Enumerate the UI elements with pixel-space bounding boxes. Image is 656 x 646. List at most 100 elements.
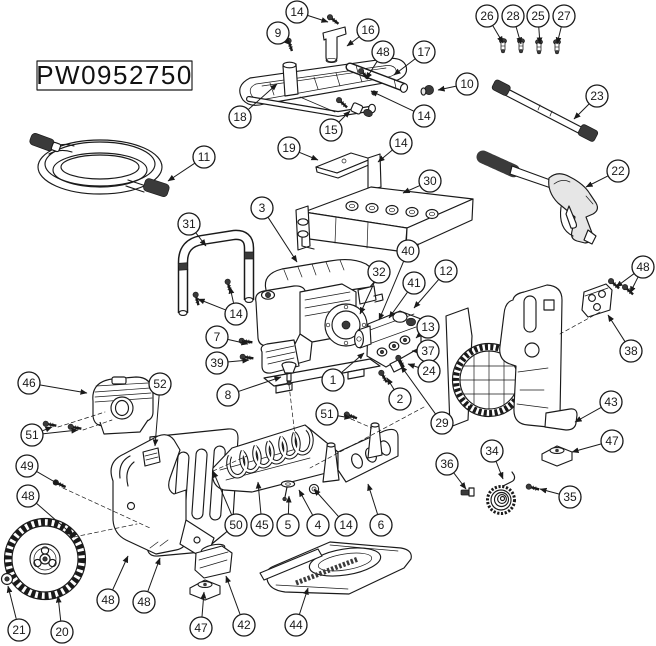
leader-line	[298, 489, 313, 516]
model-number-label: PW0952750	[36, 60, 193, 90]
callout-number: 29	[435, 416, 449, 430]
leader-line	[437, 85, 456, 92]
callout-number: 51	[320, 407, 334, 421]
callout-6: 6	[367, 483, 393, 537]
callout-number: 9	[275, 26, 282, 40]
callout-balloon	[148, 372, 172, 396]
callout-48: 48	[96, 555, 129, 612]
callout-42: 42	[225, 575, 256, 637]
leader-line	[167, 162, 195, 182]
callout-number: 13	[421, 320, 435, 334]
callout-16: 16	[346, 18, 380, 47]
part-latch	[92, 376, 154, 435]
callout-number: 32	[372, 265, 386, 279]
leader-line	[338, 110, 351, 123]
callout-number: 14	[394, 136, 408, 150]
callout-number: 14	[417, 109, 431, 123]
callout-41: 41	[388, 271, 426, 319]
callout-number: 3	[259, 201, 266, 215]
callout-34: 34	[480, 439, 504, 480]
callout-38: 38	[607, 314, 643, 363]
leader-line	[225, 575, 241, 615]
callout-balloon	[434, 259, 458, 283]
callout-52: 52	[148, 372, 172, 447]
callout-balloon	[7, 618, 31, 642]
parts-layer	[0, 12, 637, 601]
callout-14: 14	[377, 131, 413, 163]
callout-balloon	[356, 18, 380, 42]
leader-line	[43, 427, 79, 435]
leader-line	[574, 407, 602, 423]
part-handle	[177, 229, 255, 316]
callout-number: 4	[315, 518, 322, 532]
callout-balloon	[189, 616, 213, 640]
leader-line	[367, 483, 378, 515]
callout-number: 5	[285, 518, 292, 532]
callout-balloon	[600, 429, 624, 453]
leader-line	[285, 495, 292, 514]
callout-balloon	[389, 131, 413, 155]
callout-balloon	[455, 72, 479, 96]
callout-balloon	[228, 105, 252, 129]
part-pressure-hose	[29, 133, 170, 197]
callout-balloon	[396, 239, 420, 263]
callout-number: 18	[233, 110, 247, 124]
part-bolt-15	[334, 95, 373, 117]
callout-balloon	[17, 371, 41, 395]
leader-line	[40, 384, 88, 395]
callout-51: 51	[315, 402, 352, 426]
leader-line	[536, 27, 543, 45]
leader-line	[400, 365, 436, 414]
callout-48: 48	[16, 484, 75, 537]
engine-bolt	[191, 290, 203, 308]
callout-23: 23	[573, 84, 609, 120]
callout-2: 2	[386, 377, 412, 411]
callout-balloon	[284, 613, 308, 637]
part-bracket	[581, 283, 613, 318]
callout-number: 6	[378, 518, 385, 532]
callout-balloon	[371, 40, 395, 64]
screw	[324, 12, 342, 28]
callout-balloon	[334, 513, 358, 537]
screw	[620, 282, 637, 298]
leader-line	[377, 149, 393, 163]
callout-3: 3	[250, 196, 298, 263]
bolt	[342, 409, 360, 422]
part-base	[211, 422, 399, 502]
callout-balloon	[619, 339, 643, 363]
callout-number: 30	[423, 174, 437, 188]
leader-line	[255, 481, 262, 514]
callout-9: 9	[266, 21, 292, 46]
engine-bolt	[223, 277, 235, 295]
callout-balloon	[321, 368, 345, 392]
part-foot	[541, 445, 573, 467]
leader-line	[492, 25, 504, 44]
callout-balloon	[475, 4, 499, 28]
callout-45: 45	[250, 481, 274, 537]
callout-30: 30	[402, 169, 442, 194]
callout-29: 29	[400, 365, 454, 435]
leader-line	[393, 58, 416, 76]
callout-number: 47	[605, 434, 619, 448]
callout-balloon	[177, 212, 201, 236]
callout-36: 36	[435, 452, 467, 490]
part-tray	[259, 541, 412, 595]
callout-number: 48	[636, 260, 650, 274]
hose-wrap-fingers	[226, 427, 314, 479]
leader-line	[228, 357, 250, 364]
callout-7: 7	[205, 325, 249, 349]
callout-number: 48	[21, 489, 35, 503]
callout-number: 19	[282, 141, 296, 155]
callout-number: 44	[289, 618, 303, 632]
latch-bolt	[41, 419, 59, 430]
leader-line	[200, 591, 207, 617]
callout-balloon	[276, 513, 300, 537]
leader-line	[248, 83, 278, 110]
callout-44: 44	[284, 587, 309, 637]
callout-number: 47	[194, 621, 208, 635]
callout-number: 25	[531, 9, 545, 23]
nozzle-tip	[553, 39, 561, 55]
callout-balloon	[418, 169, 442, 193]
callout-number: 43	[604, 395, 618, 409]
callout-number: 26	[480, 9, 494, 23]
